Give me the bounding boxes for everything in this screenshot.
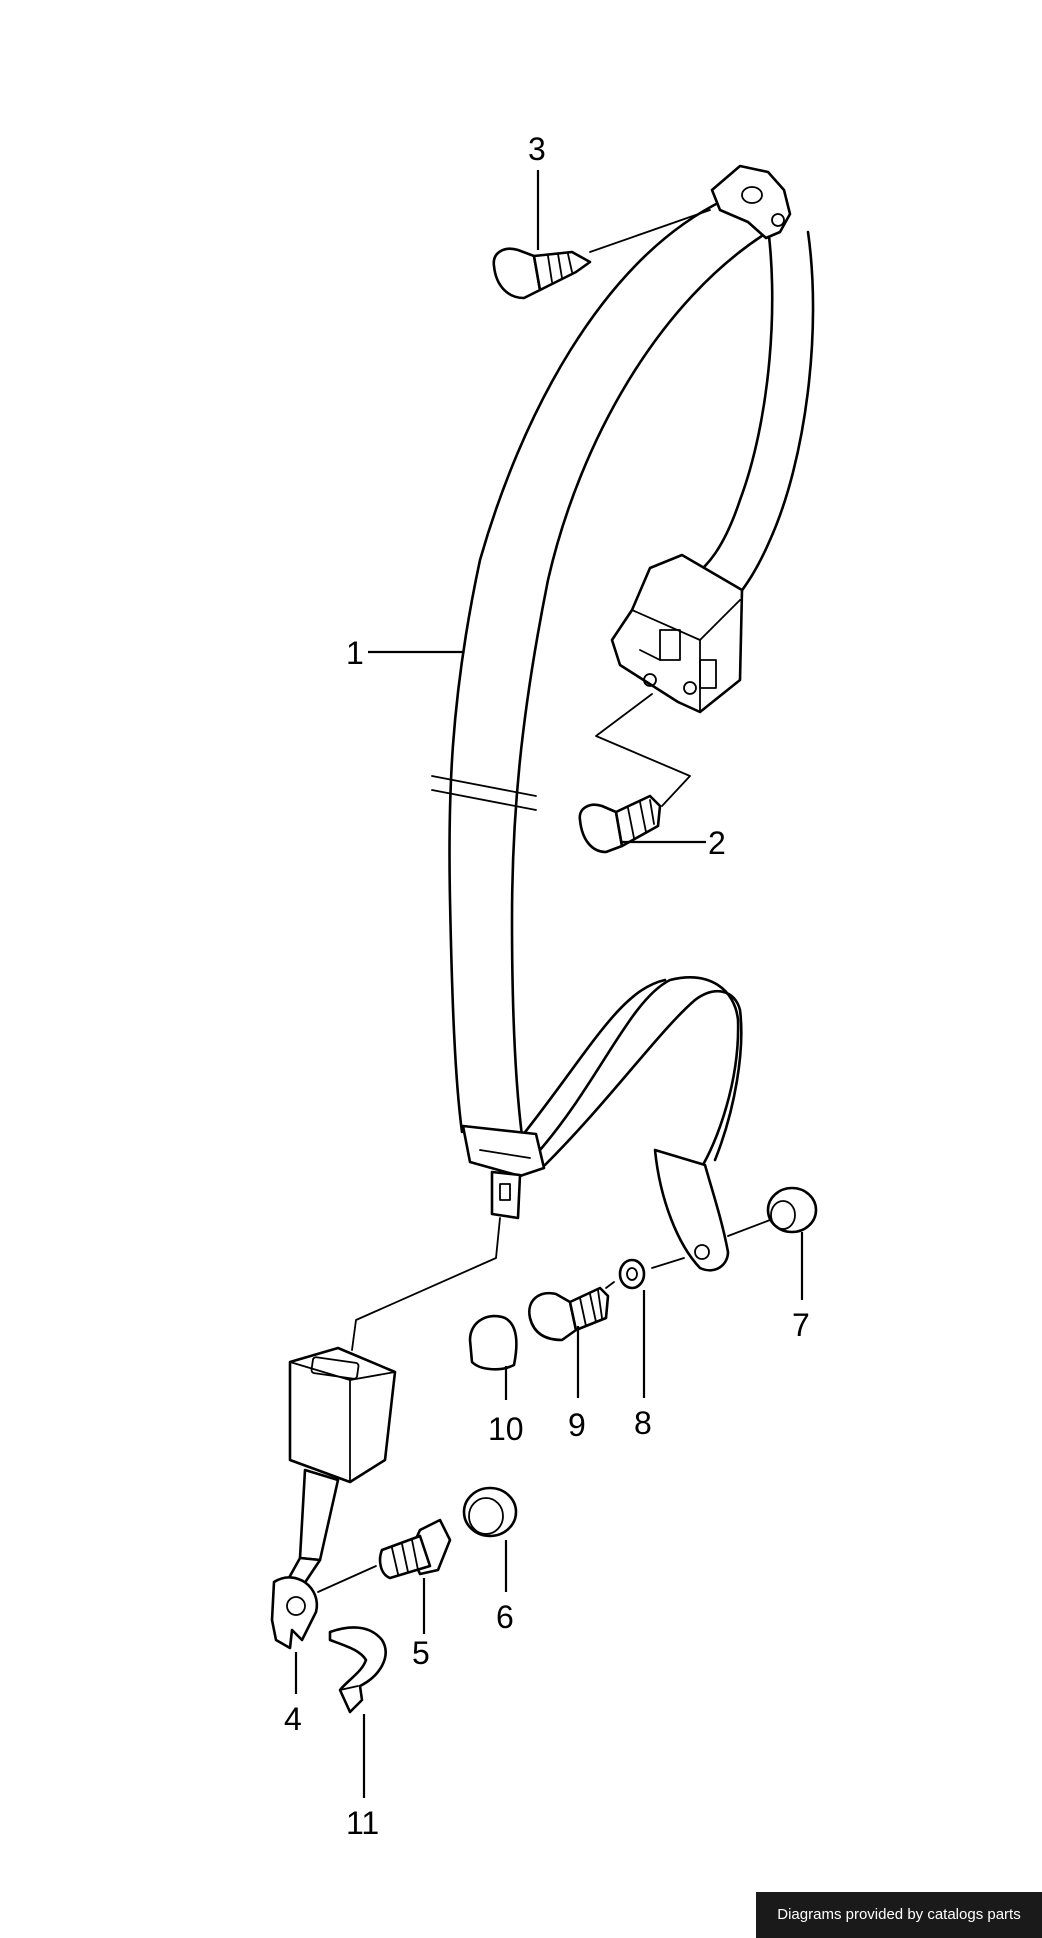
clip-11 bbox=[328, 1626, 387, 1714]
assembly-lines bbox=[317, 209, 771, 1593]
upper-anchor-bracket bbox=[710, 164, 792, 240]
callout-labels: 1 2 3 4 5 6 7 8 9 10 11 bbox=[284, 131, 810, 1841]
leader-lines bbox=[294, 170, 804, 1798]
callout-4: 4 bbox=[284, 1701, 302, 1737]
callout-9: 9 bbox=[568, 1407, 586, 1443]
cap-10 bbox=[468, 1314, 518, 1371]
callout-5: 5 bbox=[412, 1635, 430, 1671]
callout-11: 11 bbox=[346, 1805, 379, 1841]
washer-8 bbox=[618, 1258, 646, 1290]
callout-10: 10 bbox=[488, 1411, 524, 1447]
callout-3: 3 bbox=[528, 131, 546, 167]
seat-belt-buckle bbox=[270, 1346, 397, 1650]
callout-7: 7 bbox=[792, 1307, 810, 1343]
screw-3 bbox=[492, 247, 592, 300]
callout-6: 6 bbox=[496, 1599, 514, 1635]
belt-tongue bbox=[461, 1124, 546, 1220]
callout-1: 1 bbox=[346, 635, 364, 671]
credit-banner: Diagrams provided by catalogs parts bbox=[756, 1892, 1042, 1938]
bolt-5 bbox=[378, 1518, 452, 1580]
belt-strap bbox=[431, 198, 815, 1272]
callout-8: 8 bbox=[634, 1405, 652, 1441]
sleeve-7 bbox=[766, 1186, 818, 1234]
callout-2: 2 bbox=[708, 825, 726, 861]
belt-retractor bbox=[610, 553, 744, 714]
spacer-6 bbox=[462, 1486, 518, 1538]
bolt-2 bbox=[578, 794, 662, 854]
bolt-9 bbox=[528, 1286, 610, 1342]
